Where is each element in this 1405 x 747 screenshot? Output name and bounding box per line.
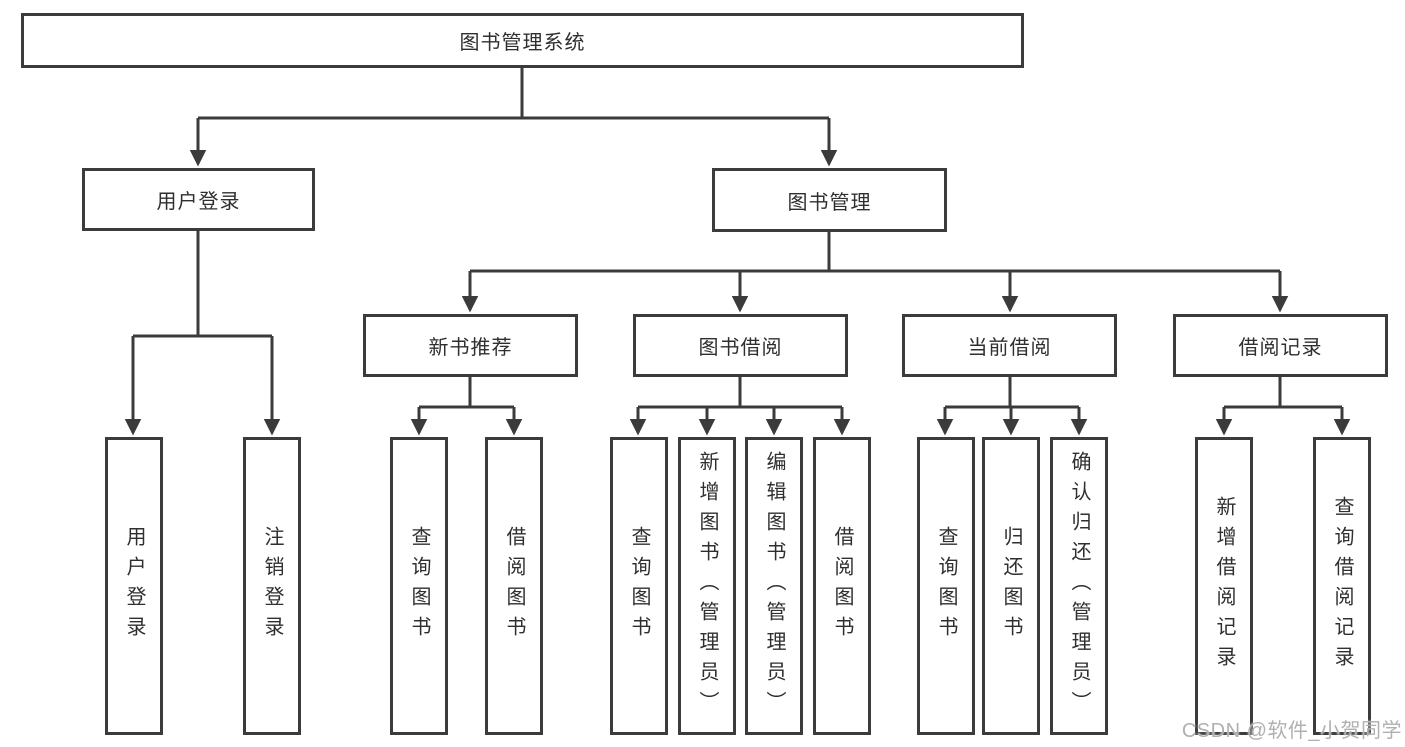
- leaf-user-login: 用户登录: [105, 437, 163, 735]
- leaf-return-books: 归还图书: [982, 437, 1040, 735]
- node-library-management-system: 图书管理系统: [21, 13, 1024, 68]
- node-new-book-recommend: 新书推荐: [363, 314, 578, 377]
- leaf-add-borrow-record: 新增借阅记录: [1195, 437, 1253, 735]
- node-book-borrowing: 图书借阅: [633, 314, 848, 377]
- leaf-logout: 注销登录: [243, 437, 301, 735]
- leaf-confirm-return-admin: 确认归还（管理员）: [1050, 437, 1108, 735]
- leaf-query-borrow-record: 查询借阅记录: [1313, 437, 1371, 735]
- node-current-borrowing: 当前借阅: [902, 314, 1117, 377]
- leaf-borrow-books-recommend: 借阅图书: [485, 437, 543, 735]
- leaf-borrow-books: 借阅图书: [813, 437, 871, 735]
- leaf-add-book-admin: 新增图书（管理员）: [678, 437, 736, 735]
- node-borrowing-records: 借阅记录: [1173, 314, 1388, 377]
- node-book-management: 图书管理: [712, 168, 947, 232]
- leaf-query-books-current: 查询图书: [917, 437, 975, 735]
- node-user-login: 用户登录: [82, 168, 315, 231]
- csdn-watermark: CSDN @软件_小贺同学: [1181, 720, 1402, 742]
- leaf-edit-book-admin: 编辑图书（管理员）: [745, 437, 803, 735]
- leaf-query-books-borrow: 查询图书: [610, 437, 668, 735]
- leaf-query-books-recommend: 查询图书: [390, 437, 448, 735]
